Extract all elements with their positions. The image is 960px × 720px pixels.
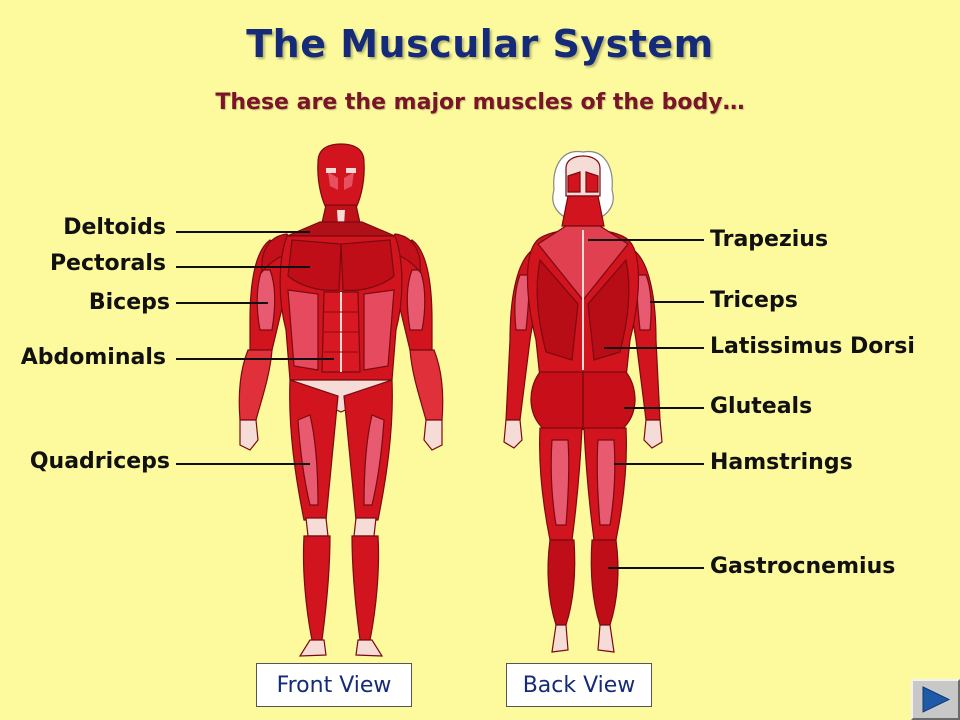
back-right-hand [643, 419, 663, 449]
front-face-detail [328, 172, 354, 190]
label-trapezius: Trapezius [710, 227, 829, 252]
back-head-muscle-right [585, 171, 599, 193]
leader-quadriceps [176, 463, 310, 465]
front-left-bicep [256, 269, 276, 331]
front-left-foot [298, 639, 327, 657]
front-right-foot [355, 639, 384, 657]
back-head-muscle-left [567, 171, 581, 193]
front-left-oblique [287, 289, 319, 371]
front-figure [238, 143, 444, 657]
back-right-achilles [597, 624, 615, 653]
front-left-forearm [238, 349, 273, 421]
next-slide-button[interactable] [911, 679, 960, 720]
front-right-forearm [409, 349, 444, 421]
back-neck [561, 195, 605, 227]
back-left-hand [503, 419, 523, 449]
back-view-button[interactable]: Back View [506, 663, 652, 707]
back-left-calf [547, 539, 576, 626]
back-right-calf [590, 539, 619, 626]
leader-triceps [650, 301, 704, 303]
leader-gluteals [624, 407, 704, 409]
label-quadriceps: Quadriceps [29, 449, 170, 474]
leader-deltoids [176, 231, 310, 233]
leader-abdominals [176, 358, 334, 360]
page-subtitle: These are the major muscles of the body… [215, 90, 745, 115]
front-left-shin [302, 535, 331, 641]
leader-latissimus-dorsi [604, 347, 704, 349]
leader-biceps [176, 302, 268, 304]
front-eye-left [326, 168, 336, 173]
back-right-hamstring [596, 439, 616, 526]
label-hamstrings: Hamstrings [710, 450, 853, 475]
front-left-knee [305, 517, 329, 537]
front-right-oblique [363, 289, 395, 371]
leader-gastrocnemius [608, 567, 704, 569]
front-right-pectoral [340, 239, 395, 291]
label-abdominals: Abdominals [20, 345, 166, 370]
label-gluteals: Gluteals [710, 394, 813, 419]
page-title: The Muscular System [246, 22, 714, 66]
next-arrow-icon [922, 686, 951, 713]
label-pectorals: Pectorals [49, 251, 166, 276]
leader-pectorals [176, 266, 310, 268]
label-latissimus-dorsi: Latissimus Dorsi [710, 334, 915, 359]
front-head [317, 143, 365, 216]
front-left-pectoral [287, 239, 342, 291]
front-left-quadriceps [297, 414, 319, 506]
front-view-button[interactable]: Front View [256, 663, 412, 707]
front-abs-lines [324, 311, 358, 353]
back-right-latissimus [587, 258, 630, 361]
front-right-hand [423, 419, 443, 451]
front-trapezius [286, 221, 396, 237]
back-figure [503, 150, 663, 653]
leader-hamstrings [614, 463, 704, 465]
front-right-quadriceps [363, 414, 385, 506]
label-triceps: Triceps [710, 288, 798, 313]
back-left-achilles [551, 624, 569, 653]
back-left-hamstring [550, 439, 570, 526]
front-right-bicep [406, 269, 426, 331]
label-biceps: Biceps [88, 290, 170, 315]
front-eye-right [346, 168, 356, 173]
leader-trapezius [588, 239, 704, 241]
front-right-knee [353, 517, 377, 537]
label-gastrocnemius: Gastrocnemius [710, 554, 896, 579]
back-left-latissimus [536, 258, 579, 361]
front-right-shin [351, 535, 380, 641]
front-left-hand [239, 419, 259, 451]
back-left-tricep [514, 274, 530, 331]
label-deltoids: Deltoids [63, 215, 166, 240]
